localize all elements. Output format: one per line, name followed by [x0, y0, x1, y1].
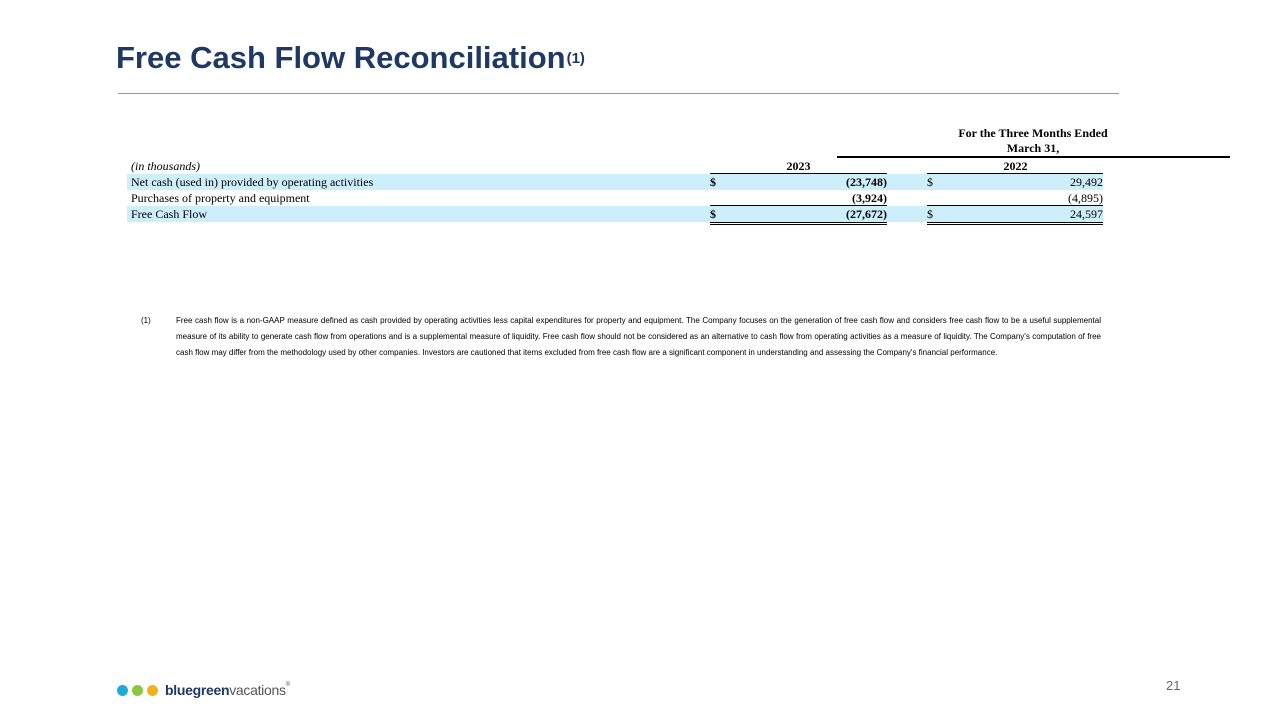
- slide-title-text: Free Cash Flow Reconciliation: [116, 40, 566, 75]
- logo-brand-part2: vacations: [229, 682, 286, 698]
- title-divider: [118, 93, 1119, 94]
- row-label-operating-cash: Net cash (used in) provided by operating…: [131, 175, 374, 189]
- table-row: Net cash (used in) provided by operating…: [127, 174, 1103, 190]
- company-logo: bluegreenvacations®: [117, 682, 290, 698]
- value-2023-operating-cash: (23,748): [846, 175, 887, 189]
- logo-wordmark: bluegreenvacations®: [165, 682, 290, 698]
- logo-dot-icon: [147, 684, 158, 696]
- footnote-text: Free cash flow is a non-GAAP measure def…: [176, 316, 1101, 357]
- subtotal-line-2023: [710, 205, 887, 206]
- currency-symbol: $: [927, 207, 933, 221]
- year-header-2023: 2023: [786, 159, 811, 173]
- slide-title: Free Cash Flow Reconciliation(1): [116, 40, 585, 76]
- logo-dot-icon: [132, 684, 143, 696]
- subtotal-line-2022: [927, 205, 1103, 206]
- table-row: Purchases of property and equipment (3,9…: [127, 190, 1103, 206]
- value-2022-free-cash-flow: 24,597: [1070, 207, 1103, 221]
- year-underline-2022: [927, 173, 1103, 174]
- value-2022-operating-cash: 29,492: [1070, 175, 1103, 189]
- logo-registered-mark: ®: [285, 682, 290, 688]
- footnote-marker: (1): [141, 316, 151, 325]
- period-header-underline: [837, 156, 1230, 158]
- row-label-free-cash-flow: Free Cash Flow: [131, 207, 207, 221]
- units-label: (in thousands): [131, 159, 200, 173]
- year-header-2022: 2022: [1003, 159, 1028, 173]
- currency-symbol: $: [710, 207, 716, 221]
- period-header-line2: March 31,: [1006, 141, 1060, 155]
- value-2022-capex: (4,895): [1068, 191, 1103, 205]
- value-2023-capex: (3,924): [852, 191, 887, 205]
- logo-dot-icon: [117, 684, 128, 696]
- period-header: For the Three Months Ended March 31,: [837, 126, 1229, 156]
- table-row: Free Cash Flow $ (27,672) $ 24,597: [127, 206, 1103, 222]
- currency-symbol: $: [710, 175, 716, 189]
- row-label-capex: Purchases of property and equipment: [131, 191, 310, 205]
- title-footnote-ref: (1): [566, 50, 585, 67]
- currency-symbol: $: [927, 175, 933, 189]
- year-underline-2023: [710, 173, 887, 174]
- table-header-row: (in thousands) 2023 2022: [127, 158, 1103, 174]
- period-header-line1: For the Three Months Ended: [958, 126, 1108, 140]
- total-double-line-2022: [927, 222, 1103, 225]
- total-double-line-2023: [710, 222, 887, 225]
- value-2023-free-cash-flow: (27,672): [846, 207, 887, 221]
- logo-brand-part1: bluegreen: [165, 682, 230, 698]
- page-number: 21: [1166, 678, 1181, 693]
